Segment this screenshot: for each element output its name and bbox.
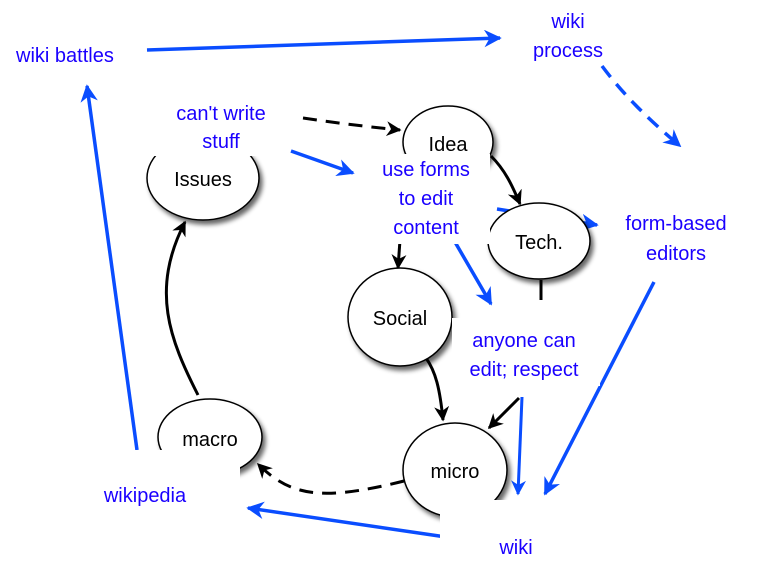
label-use-forms-line3: content (393, 217, 459, 239)
edge-wiki-process-to-form-based (600, 64, 682, 148)
node-social[interactable]: Social (347, 267, 453, 367)
edge-cant-write-to-idea (302, 116, 402, 137)
edge-social-to-micro (424, 357, 450, 422)
node-idea-label: Idea (429, 134, 469, 156)
edge-wiki-to-wikipedia (246, 501, 447, 539)
edge-anyone-to-wiki (511, 396, 527, 496)
edge-idea-to-tech (489, 154, 522, 206)
node-social-label: Social (373, 308, 427, 330)
label-anyone-can-line1: anyone can (472, 330, 575, 352)
node-tech-label: Tech. (515, 232, 563, 254)
edge-micro-to-macro (256, 462, 405, 495)
edge-macro-to-issues (164, 220, 200, 396)
node-macro-label: macro (182, 429, 238, 451)
label-use-forms-line1: use forms (382, 159, 470, 181)
node-tech[interactable]: Tech. (487, 202, 591, 280)
node-micro-label: micro (431, 461, 480, 483)
edge-cant-write-to-use-forms (290, 149, 355, 176)
edge-content-to-social (391, 239, 407, 270)
label-wikipedia: wikipedia (103, 485, 187, 507)
label-use-forms-line2: to edit (399, 188, 454, 210)
node-micro[interactable]: micro (402, 422, 508, 518)
label-wiki-process-line1: wiki (550, 11, 584, 33)
edge-wikipedia-to-wiki-battles (80, 84, 139, 451)
label-form-based-line1: form-based (625, 213, 726, 235)
node-issues-label: Issues (174, 169, 232, 191)
label-cant-write-line2: stuff (202, 131, 240, 153)
label-cant-write-line1: can't write (176, 103, 265, 125)
label-wiki-process-line2: process (533, 40, 603, 62)
label-wiki: wiki (498, 537, 532, 559)
edge-anyone-to-micro (487, 396, 521, 430)
label-wiki-battles: wiki battles (15, 45, 114, 67)
label-form-based-line2: editors (646, 243, 706, 265)
edge-form-based-to-wiki (543, 281, 656, 496)
edge-wiki-battles-to-wiki-process (146, 29, 502, 52)
label-anyone-can-line2: edit; respect (470, 359, 579, 381)
